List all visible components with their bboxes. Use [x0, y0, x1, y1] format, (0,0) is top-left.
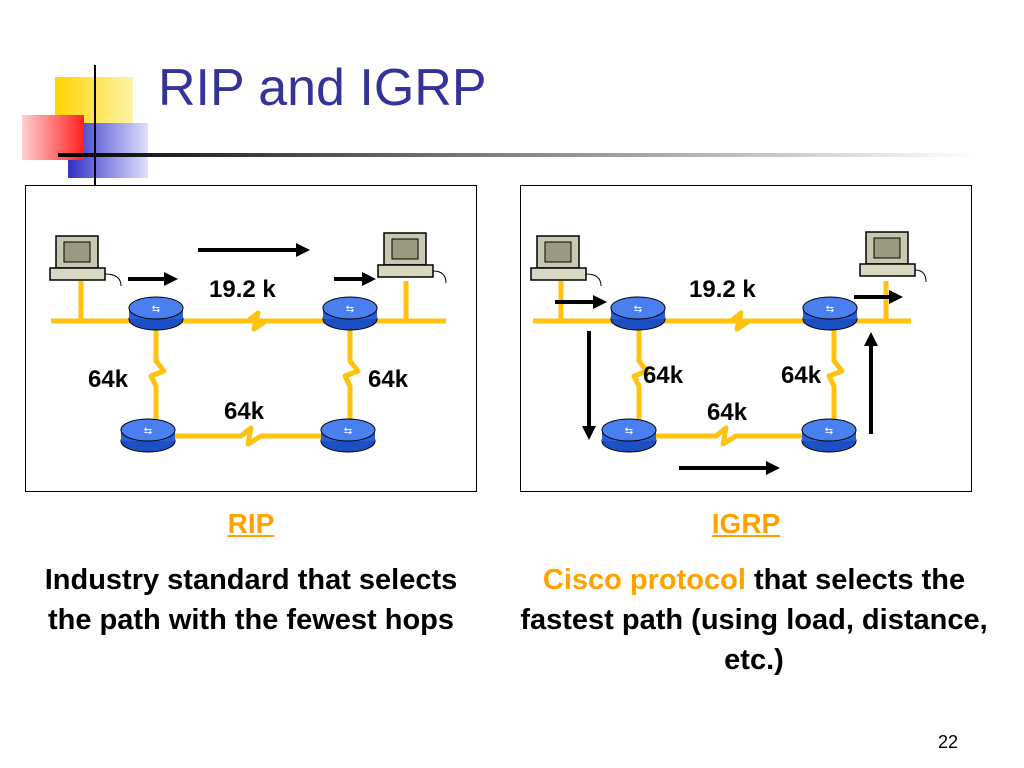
igrp-top-wan-link — [711, 310, 751, 332]
arrow-icon — [555, 295, 607, 309]
rip-bottom-link-label: 64k — [224, 398, 265, 425]
title-underline — [58, 153, 978, 157]
rip-top-link-label: 19.2 k — [209, 276, 276, 303]
rip-right-link-label: 64k — [368, 366, 409, 393]
router-icon: ⇆ — [802, 296, 858, 331]
workstation-icon — [49, 235, 122, 287]
page-number: 22 — [938, 732, 959, 752]
arrow-icon — [854, 290, 903, 304]
router-icon: ⇆ — [120, 418, 176, 453]
igrp-description-highlight: Cisco protocol — [542, 564, 746, 596]
rip-diagram: ⇆ ⇆ ⇆ ⇆ 19.2 k 64k 64k 64k — [25, 185, 477, 492]
igrp-description-rest: that selects the fastest path (using loa… — [520, 564, 988, 676]
igrp-heading: IGRP — [711, 508, 781, 539]
igrp-left-link — [631, 313, 650, 434]
igrp-diagram: ⇆ ⇆ ⇆ ⇆ 19.2 k 64k 64k 64k — [520, 185, 972, 492]
svg-text:⇆: ⇆ — [152, 304, 160, 315]
svg-text:⇆: ⇆ — [825, 426, 833, 437]
igrp-right-link — [826, 313, 845, 434]
title-decoration — [22, 65, 148, 185]
rip-bottom-link — [156, 425, 350, 447]
workstation-icon — [377, 232, 447, 284]
arrow-icon — [864, 332, 878, 434]
router-icon: ⇆ — [610, 296, 666, 331]
igrp-bottom-link-label: 64k — [707, 399, 748, 426]
rip-top-wan-link — [226, 310, 268, 332]
svg-text:⇆: ⇆ — [634, 304, 642, 315]
router-icon: ⇆ — [801, 418, 857, 453]
rip-description: Industry standard that selects the path … — [44, 564, 458, 636]
rip-left-link-label: 64k — [88, 366, 129, 393]
router-icon: ⇆ — [128, 296, 184, 331]
arrow-icon — [582, 331, 596, 440]
svg-text:⇆: ⇆ — [826, 304, 834, 315]
arrow-icon — [198, 243, 310, 257]
rip-heading: RIP — [227, 508, 275, 539]
arrow-icon — [679, 461, 780, 475]
router-icon: ⇆ — [322, 296, 378, 331]
arrow-icon — [128, 272, 178, 286]
igrp-left-link-label: 64k — [643, 362, 684, 389]
svg-text:⇆: ⇆ — [144, 426, 152, 437]
router-icon: ⇆ — [601, 418, 657, 453]
workstation-icon — [859, 231, 927, 283]
igrp-network-svg: ⇆ ⇆ ⇆ ⇆ — [530, 231, 927, 475]
slide-title: RIP and IGRP — [158, 59, 487, 117]
rip-right-link — [342, 313, 361, 434]
igrp-bottom-link — [629, 425, 831, 447]
rip-network-svg: ⇆ ⇆ ⇆ ⇆ — [49, 232, 447, 453]
svg-text:⇆: ⇆ — [344, 426, 352, 437]
igrp-top-link-label: 19.2 k — [689, 276, 756, 303]
igrp-right-link-label: 64k — [781, 362, 822, 389]
svg-text:⇆: ⇆ — [625, 426, 633, 437]
router-icon: ⇆ — [320, 418, 376, 453]
workstation-icon — [530, 235, 602, 287]
rip-left-link — [148, 313, 167, 434]
igrp-description: Cisco protocol that selects the fastest … — [508, 560, 1000, 680]
svg-text:⇆: ⇆ — [346, 304, 354, 315]
arrow-icon — [334, 272, 376, 286]
